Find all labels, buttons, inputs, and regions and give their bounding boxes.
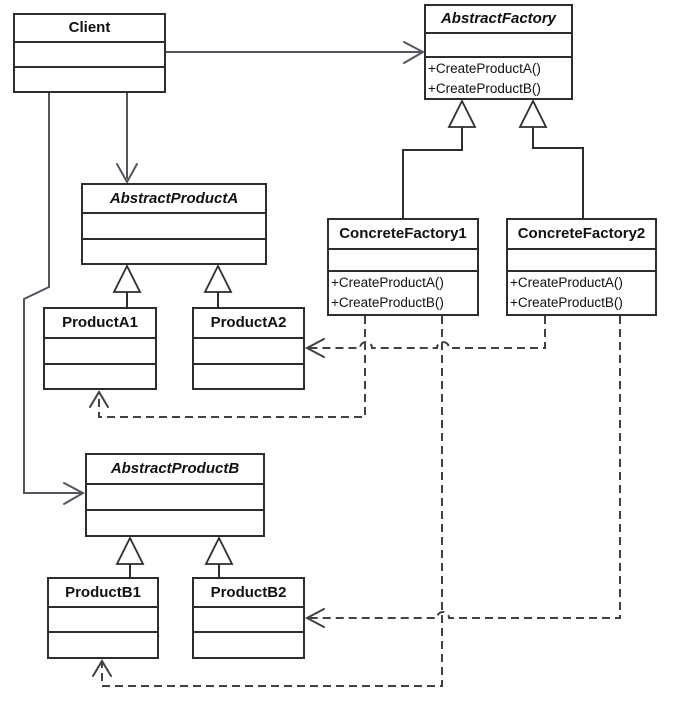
operation-label: +CreateProductB() bbox=[428, 81, 541, 96]
class-producta2-operations-compartment bbox=[194, 363, 303, 388]
class-producta1-title: ProductA1 bbox=[62, 314, 138, 331]
class-abstractproductb-title: AbstractProductB bbox=[110, 460, 240, 477]
class-producta1-attributes-compartment bbox=[45, 337, 155, 363]
class-concretefactory1-operations-compartment: +CreateProductA() +CreateProductB() bbox=[329, 270, 477, 314]
generalization-concretefactory2-abstractfactory bbox=[518, 98, 584, 218]
class-productb1-attributes-compartment bbox=[49, 606, 157, 631]
class-client-title: Client bbox=[68, 19, 111, 36]
class-producta2-attributes-compartment bbox=[194, 337, 303, 363]
hollow-triangle-arrowhead bbox=[203, 263, 233, 293]
generalization-concretefactory1-abstractfactory bbox=[402, 98, 477, 218]
class-productb1-title: ProductB1 bbox=[65, 584, 141, 601]
class-abstractfactory-attributes-compartment bbox=[426, 32, 571, 56]
class-abstractproductb[interactable]: AbstractProductB bbox=[85, 453, 265, 537]
association-client-abstractfactory bbox=[166, 41, 426, 64]
class-producta1[interactable]: ProductA1 bbox=[43, 307, 157, 390]
generalization-productb1-abstractproductb bbox=[115, 535, 145, 577]
class-producta2[interactable]: ProductA2 bbox=[192, 307, 305, 390]
dependency-concretefactory2-productb2 bbox=[304, 316, 621, 628]
generalization-producta2-abstractproducta bbox=[203, 263, 233, 307]
class-abstractproductb-attributes-compartment bbox=[87, 483, 263, 509]
class-abstractproducta[interactable]: AbstractProductA bbox=[81, 183, 267, 265]
class-productb1-operations-compartment bbox=[49, 631, 157, 657]
operation-label: +CreateProductB() bbox=[331, 295, 444, 310]
hollow-triangle-arrowhead bbox=[112, 263, 142, 293]
operation-label: +CreateProductA() bbox=[331, 275, 444, 290]
class-productb2[interactable]: ProductB2 bbox=[192, 577, 305, 659]
class-productb1[interactable]: ProductB1 bbox=[47, 577, 159, 659]
class-client[interactable]: Client bbox=[13, 13, 166, 93]
dependency-concretefactory1-productb1 bbox=[92, 316, 443, 687]
operation-label: +CreateProductB() bbox=[510, 295, 623, 310]
hollow-triangle-arrowhead bbox=[518, 98, 548, 128]
class-abstractproducta-title: AbstractProductA bbox=[109, 190, 239, 207]
class-abstractfactory-title: AbstractFactory bbox=[440, 10, 557, 27]
class-concretefactory1-attributes-compartment bbox=[329, 248, 477, 270]
operation-label: +CreateProductA() bbox=[510, 275, 623, 290]
class-concretefactory2-attributes-compartment bbox=[508, 248, 655, 270]
class-concretefactory1[interactable]: ConcreteFactory1 +CreateProductA() +Crea… bbox=[327, 218, 479, 316]
class-concretefactory2-operations-compartment: +CreateProductA() +CreateProductB() bbox=[508, 270, 655, 314]
class-client-operations-compartment bbox=[15, 66, 164, 91]
hollow-triangle-arrowhead bbox=[204, 535, 234, 565]
generalization-producta1-abstractproducta bbox=[112, 263, 142, 307]
hollow-triangle-arrowhead bbox=[115, 535, 145, 565]
association-client-abstractproducta bbox=[116, 93, 138, 185]
dependency-concretefactory1-producta1 bbox=[89, 316, 366, 418]
class-producta2-title: ProductA2 bbox=[210, 314, 287, 331]
class-concretefactory2-title: ConcreteFactory2 bbox=[517, 225, 646, 242]
operation-label: +CreateProductA() bbox=[428, 61, 541, 76]
class-abstractproductb-operations-compartment bbox=[87, 509, 263, 535]
class-client-attributes-compartment bbox=[15, 41, 164, 66]
class-productb2-attributes-compartment bbox=[194, 606, 303, 631]
hollow-triangle-arrowhead bbox=[447, 98, 477, 128]
class-abstractfactory-operations-compartment: +CreateProductA() +CreateProductB() bbox=[426, 56, 571, 98]
class-productb2-operations-compartment bbox=[194, 631, 303, 657]
association-client-abstractproductb bbox=[23, 93, 86, 505]
class-abstractproducta-operations-compartment bbox=[83, 238, 265, 263]
dependency-concretefactory2-producta2 bbox=[304, 316, 546, 358]
class-abstractfactory[interactable]: AbstractFactory +CreateProductA() +Creat… bbox=[424, 4, 573, 100]
class-producta1-operations-compartment bbox=[45, 363, 155, 388]
class-abstractproducta-attributes-compartment bbox=[83, 212, 265, 238]
class-productb2-title: ProductB2 bbox=[210, 584, 287, 601]
class-concretefactory2[interactable]: ConcreteFactory2 +CreateProductA() +Crea… bbox=[506, 218, 657, 316]
generalization-productb2-abstractproductb bbox=[204, 535, 234, 577]
class-concretefactory1-title: ConcreteFactory1 bbox=[339, 225, 467, 242]
